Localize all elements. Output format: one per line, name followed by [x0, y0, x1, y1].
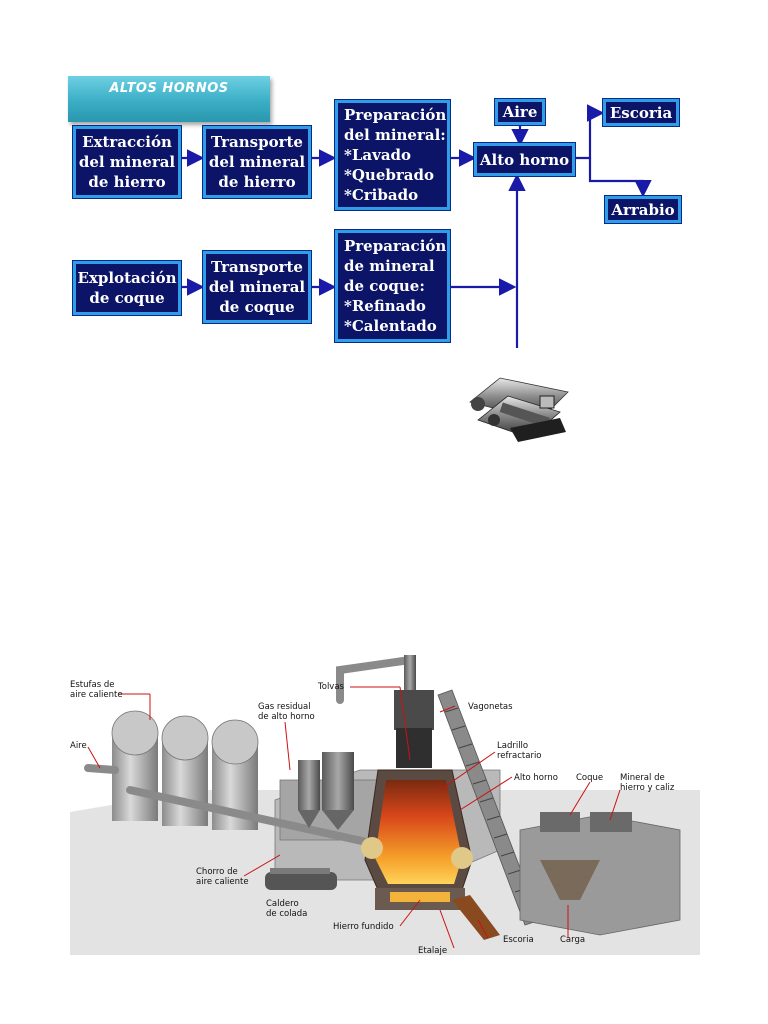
box-alto-horno: Alto horno: [473, 142, 576, 177]
box-preparacion-coque: Preparación de mineral de coque: *Refina…: [334, 229, 451, 343]
box-transporte-coque: Transporte del mineral de coque: [202, 250, 312, 324]
label-tolvas: Tolvas: [317, 682, 345, 692]
label-ladrillo-1: Ladrillo: [497, 741, 528, 751]
ladle-car: [265, 868, 337, 890]
arrow-altohorno-arrabio: [588, 158, 652, 198]
label-alto-horno: Alto horno: [514, 773, 558, 783]
label-mineral-1: Mineral de: [620, 773, 665, 783]
label-aire: Aire: [70, 741, 87, 751]
label-carga: Carga: [560, 935, 585, 945]
page-title: ALTOS HORNOS: [109, 81, 229, 96]
label-ladrillo-2: refractario: [497, 751, 542, 761]
furnace-top: [394, 655, 434, 768]
label-chorro-2: aire caliente: [196, 877, 249, 887]
label-vagonetas: Vagonetas: [468, 702, 513, 712]
label-coque: Coque: [576, 773, 603, 783]
box-preparacion-mineral: Preparación del mineral: *Lavado *Quebra…: [334, 99, 451, 211]
leader-lines: [87, 686, 621, 949]
label-escoria: Escoria: [503, 935, 534, 945]
arrow-altohorno-escoria: [575, 104, 605, 160]
label-estufas-2: aire caliente: [70, 690, 123, 700]
box-explotacion: Explotación de coque: [72, 260, 182, 316]
label-gas-residual-1: Gas residual: [258, 702, 311, 712]
label-caldero-2: de colada: [266, 909, 307, 919]
label-caldero-1: Caldero: [266, 899, 299, 909]
box-aire: Aire: [494, 98, 546, 126]
tuyere-right: [451, 847, 473, 869]
stock-bins: [519, 812, 681, 936]
box-arrabio: Arrabio: [604, 195, 682, 224]
label-hierro-fundido: Hierro fundido: [333, 922, 394, 932]
box-transporte-hierro: Transporte del mineral de hierro: [202, 125, 312, 199]
flow-arrows: [181, 104, 652, 348]
box-escoria: Escoria: [602, 98, 680, 127]
label-estufas-1: Estufas de: [70, 680, 114, 690]
label-gas-residual-2: de alto horno: [258, 712, 315, 722]
title-banner: ALTOS HORNOS: [68, 76, 270, 122]
slag-runner: [452, 895, 500, 940]
molten-iron: [390, 892, 450, 902]
tuyere-left: [361, 837, 383, 859]
label-chorro-1: Chorro de: [196, 867, 238, 877]
gas-cleaners: [298, 752, 354, 830]
furnace-interior: [375, 780, 462, 884]
label-etalaje: Etalaje: [418, 946, 447, 956]
box-extraccion: Extracción del mineral de hierro: [72, 125, 182, 199]
label-mineral-2: hierro y caliz: [620, 783, 675, 793]
